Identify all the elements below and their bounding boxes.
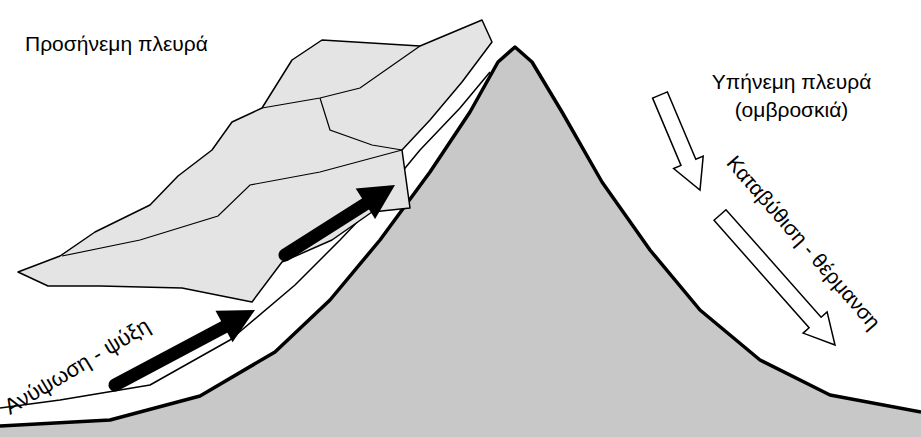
cloud-fold xyxy=(320,98,402,150)
cloud-fold xyxy=(262,46,420,108)
process-label: Ανύψωση - ψύξη xyxy=(0,311,156,422)
rising-arrow-head xyxy=(216,310,256,342)
rising-arrow-shaft xyxy=(285,203,367,255)
descending-arrow xyxy=(653,92,704,190)
rising-arrow-head xyxy=(356,185,395,219)
cloud-fold xyxy=(62,150,402,256)
cloud xyxy=(18,20,492,302)
side-label: Προσήνεμη πλευρά xyxy=(25,30,208,58)
side-label: Υπήνεμη πλευρά (ομβροσκιά) xyxy=(704,68,879,125)
